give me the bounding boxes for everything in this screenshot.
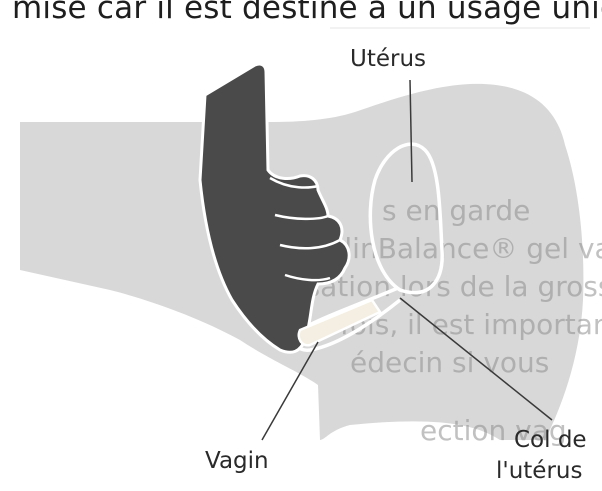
vagina-label: Vagin [205, 448, 269, 474]
uterus-label: Utérus [350, 46, 426, 72]
bg-text-5: édecin si vous [350, 346, 549, 379]
bg-text-2: ealinBalance® gel vaginal est c [310, 232, 602, 265]
cervix-label-line2: l'utérus [496, 458, 582, 484]
cervix-label-line1: Col de [514, 427, 587, 453]
bg-text-1: s en garde [382, 194, 530, 227]
